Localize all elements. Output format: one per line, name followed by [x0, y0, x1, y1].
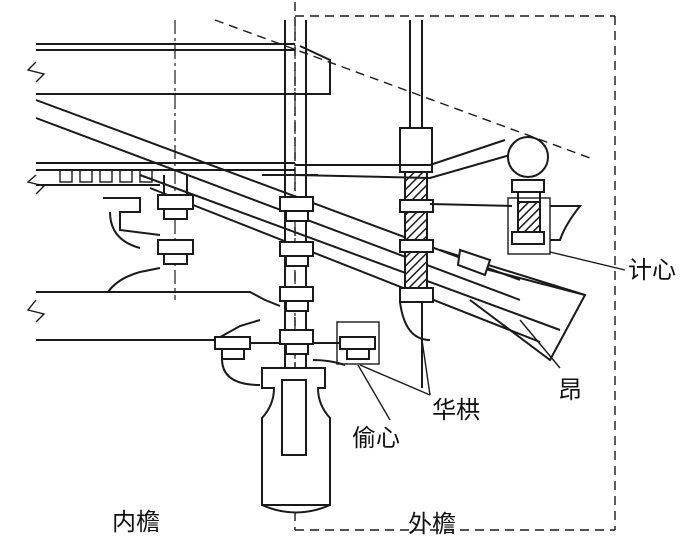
purlin	[294, 136, 549, 180]
outer-post	[399, 20, 434, 388]
label-jixin: 计心	[628, 256, 676, 284]
ang-block	[456, 248, 492, 277]
label-ang: 昂	[558, 376, 582, 404]
upper-beam	[26, 43, 331, 95]
lattice-beam	[26, 162, 295, 195]
lower-arms	[214, 321, 380, 386]
label-touxin: 偷心	[352, 424, 400, 452]
jixin-bracket	[429, 179, 583, 255]
label-huagong: 华栱	[432, 396, 480, 424]
column	[261, 367, 331, 514]
outer-eave-boundary	[294, 2, 616, 531]
inner-bracket	[103, 175, 194, 293]
leader-lines	[357, 251, 626, 421]
label-waiyan: 外檐	[408, 510, 456, 538]
lower-beam	[26, 291, 281, 341]
ang-members	[35, 99, 587, 362]
label-neiyan: 内檐	[112, 508, 160, 536]
